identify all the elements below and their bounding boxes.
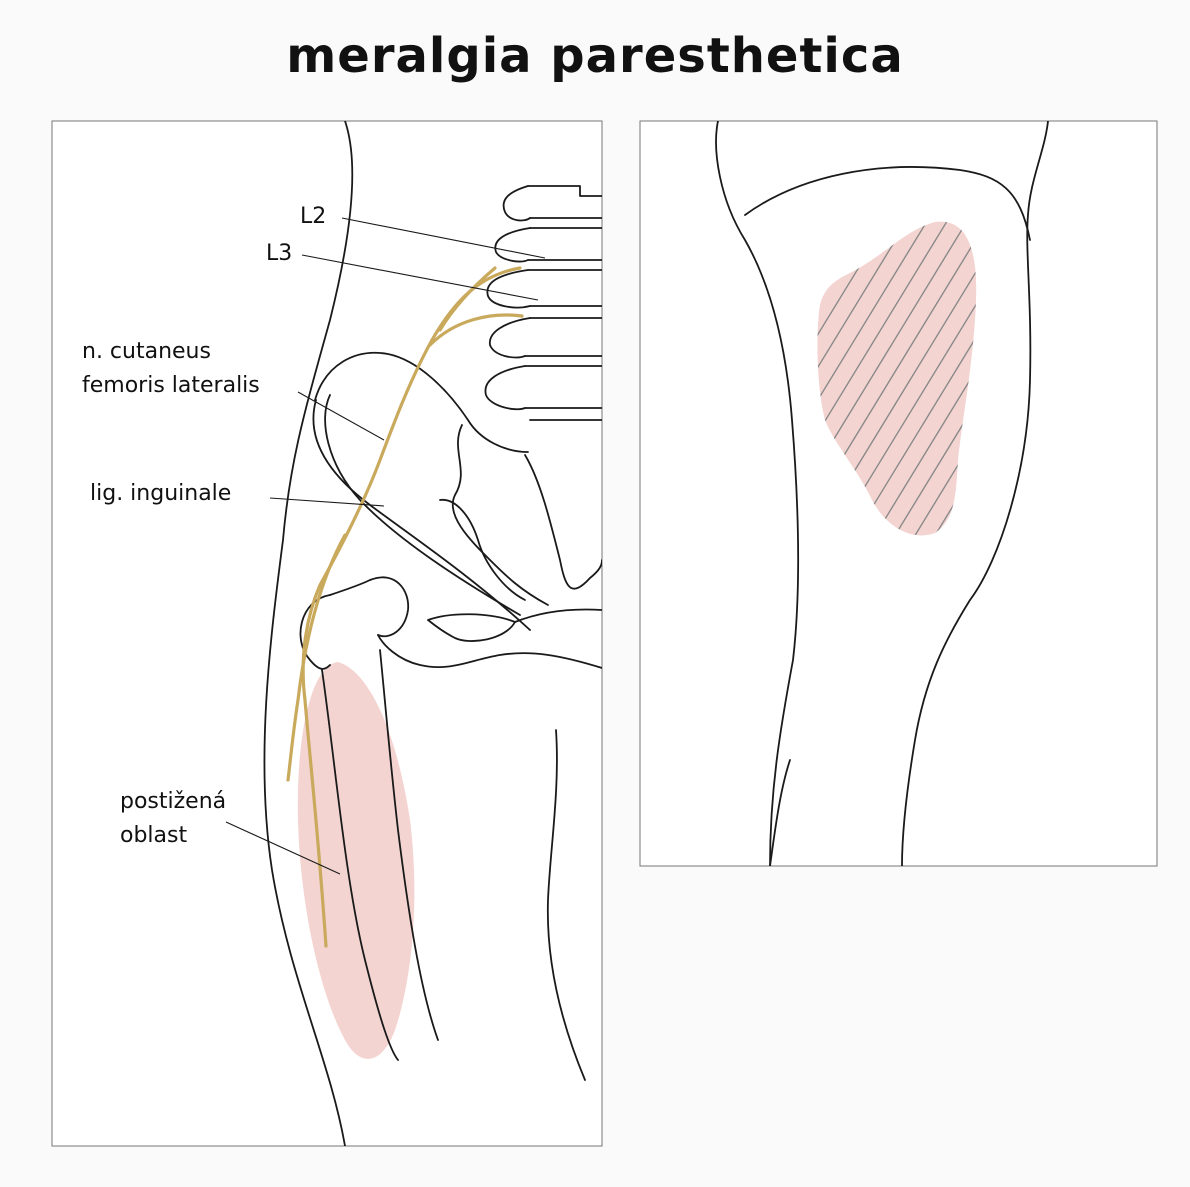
label-ligament: lig. inguinale: [90, 481, 231, 506]
label-l3: L3: [266, 241, 292, 266]
label-nerve-line2: femoris lateralis: [82, 373, 260, 398]
label-area-line2: oblast: [120, 823, 187, 848]
label-area-line1: postižená: [120, 789, 226, 814]
label-l2: L2: [300, 204, 326, 229]
label-nerve-line1: n. cutaneus: [82, 339, 211, 364]
